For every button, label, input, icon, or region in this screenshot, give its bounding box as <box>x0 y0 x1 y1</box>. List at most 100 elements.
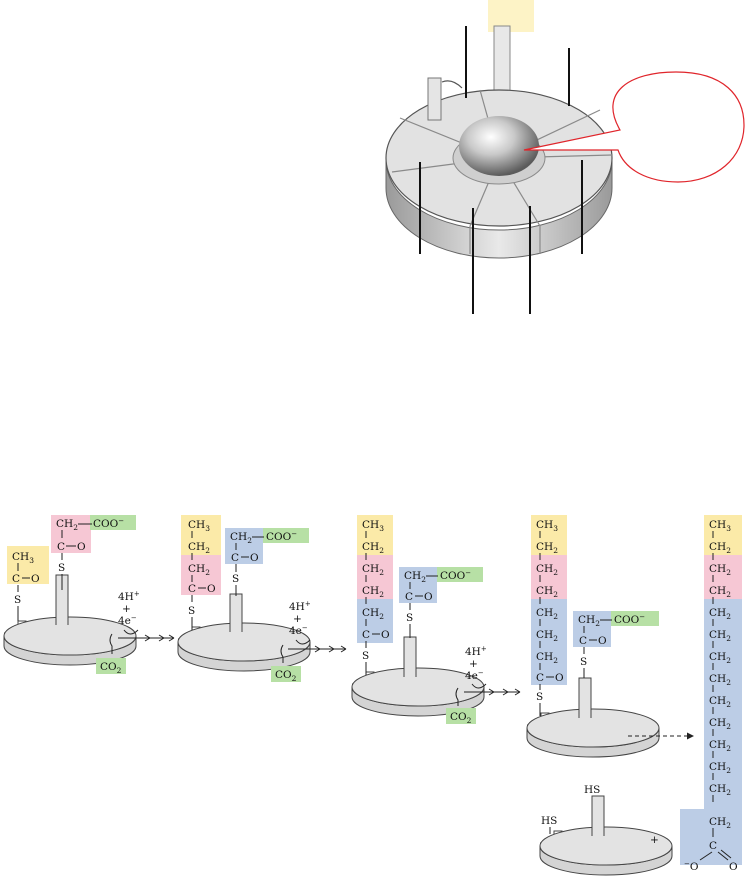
svg-text:+: + <box>122 603 131 615</box>
svg-text:CH2: CH2 <box>578 614 600 628</box>
svg-text:CH2: CH2 <box>362 607 384 621</box>
svg-text:4H+: 4H+ <box>118 590 140 603</box>
svg-text:S: S <box>406 612 413 624</box>
svg-text:CH2: CH2 <box>709 816 731 830</box>
svg-text:C: C <box>536 672 544 684</box>
svg-text:CH2: CH2 <box>709 717 731 731</box>
svg-text:−O: −O <box>684 860 699 873</box>
svg-text:4e−: 4e− <box>289 624 308 637</box>
disc-side <box>385 159 613 259</box>
svg-text:COO−: COO− <box>614 613 645 626</box>
svg-text:HS: HS <box>584 784 600 796</box>
arm-stub <box>427 77 442 121</box>
svg-text:CH2: CH2 <box>709 607 731 621</box>
svg-text:C: C <box>405 591 413 603</box>
svg-text:CH3: CH3 <box>188 519 210 533</box>
svg-text:S: S <box>536 691 543 703</box>
svg-text:CH2: CH2 <box>362 563 384 577</box>
stage-2: CH3 CH2 CH2 C O S CH2 COO− C O S <box>177 515 311 672</box>
svg-text:CH2: CH2 <box>56 518 78 532</box>
central-sphere <box>459 116 539 176</box>
svg-text:CH2: CH2 <box>709 585 731 599</box>
svg-text:S: S <box>188 605 195 617</box>
svg-text:CO2: CO2 <box>275 669 297 683</box>
leader-lines <box>419 26 583 314</box>
svg-text:CH2: CH2 <box>709 651 731 665</box>
svg-text:COO−: COO− <box>93 517 124 530</box>
svg-text:CH2: CH2 <box>536 563 558 577</box>
reduction-step-1: 4H+ + 4e− CO2 <box>96 590 175 675</box>
svg-text:S: S <box>362 650 369 662</box>
svg-text:CH2: CH2 <box>536 541 558 555</box>
svg-text:C: C <box>579 635 587 647</box>
svg-text:4e−: 4e− <box>118 614 137 627</box>
chem-label: CH3 <box>12 551 34 565</box>
svg-text:CH2: CH2 <box>362 585 384 599</box>
svg-text:C: C <box>709 840 717 852</box>
svg-text:CH2: CH2 <box>536 651 558 665</box>
svg-text:O: O <box>381 629 390 641</box>
svg-text:C: C <box>188 583 196 595</box>
svg-text:COO−: COO− <box>266 530 297 543</box>
svg-text:CH2: CH2 <box>230 531 252 545</box>
stage-4: CH3 CH2 CH2 CH2 CH2 CH2 CH2 C O S CH2 CO… <box>526 515 660 758</box>
svg-text:O: O <box>555 672 564 684</box>
svg-text:CH3: CH3 <box>709 519 731 533</box>
enzyme-base <box>3 616 137 666</box>
svg-text:C: C <box>231 552 239 564</box>
svg-text:CH2: CH2 <box>362 541 384 555</box>
svg-text:CO2: CO2 <box>450 711 472 725</box>
svg-text:+: + <box>293 613 302 625</box>
repeat-arrow <box>628 732 694 740</box>
reduction-step-2: 4H+ + 4e− CO2 <box>271 600 347 683</box>
svg-text:O: O <box>77 541 86 553</box>
svg-text:CH2: CH2 <box>536 607 558 621</box>
svg-text:HS: HS <box>541 815 557 827</box>
svg-text:S: S <box>14 594 21 606</box>
svg-text:CH2: CH2 <box>404 570 426 584</box>
svg-text:+: + <box>469 658 478 670</box>
reaction-scheme: CH3 C O S CH2 COO− C O S 4H+ + 4e− <box>3 515 742 876</box>
svg-text:+: + <box>650 834 659 846</box>
callout-bubble <box>523 71 745 183</box>
svg-text:O: O <box>207 583 216 595</box>
fatty-acid-product: CH3 CH2 CH2 CH2 CH2 CH2 CH2 CH2 CH2 CH2 … <box>680 515 742 873</box>
svg-text:CH3: CH3 <box>362 519 384 533</box>
svg-text:CH2: CH2 <box>536 629 558 643</box>
svg-text:O: O <box>424 591 433 603</box>
svg-text:CH3: CH3 <box>536 519 558 533</box>
svg-text:CH2: CH2 <box>709 673 731 687</box>
svg-text:O: O <box>598 635 607 647</box>
svg-text:CH2: CH2 <box>709 563 731 577</box>
svg-text:O: O <box>729 861 738 873</box>
stage-3: CH3 CH2 CH2 CH2 CH2 C O S CH2 COO− C O <box>351 515 485 717</box>
svg-text:O: O <box>250 552 259 564</box>
svg-text:S: S <box>580 656 587 668</box>
reduction-step-3: 4H+ + 4e− CO2 <box>446 645 521 725</box>
svg-text:CH2: CH2 <box>709 629 731 643</box>
svg-text:C: C <box>57 541 65 553</box>
svg-text:C: C <box>362 629 370 641</box>
svg-text:CH2: CH2 <box>188 541 210 555</box>
svg-text:4H+: 4H+ <box>465 645 487 658</box>
svg-text:CH2: CH2 <box>709 761 731 775</box>
svg-text:CH2: CH2 <box>536 585 558 599</box>
svg-text:4e−: 4e− <box>465 669 484 682</box>
svg-text:CH2: CH2 <box>709 541 731 555</box>
svg-text:CH2: CH2 <box>188 563 210 577</box>
svg-text:O: O <box>31 573 40 585</box>
enzyme-complex-3d <box>385 0 745 314</box>
svg-text:4H+: 4H+ <box>289 600 311 613</box>
svg-text:CH2: CH2 <box>709 783 731 797</box>
svg-text:CO2: CO2 <box>100 661 122 675</box>
enzyme-base <box>526 708 660 758</box>
svg-text:C: C <box>12 573 20 585</box>
svg-text:CH2: CH2 <box>709 695 731 709</box>
free-enzyme: HS HS + <box>539 784 673 876</box>
curved-arrow <box>441 80 463 89</box>
svg-text:S: S <box>58 562 65 574</box>
svg-text:CH2: CH2 <box>709 739 731 753</box>
svg-text:S: S <box>232 573 239 585</box>
stage-1: CH3 C O S CH2 COO− C O S <box>3 515 137 666</box>
